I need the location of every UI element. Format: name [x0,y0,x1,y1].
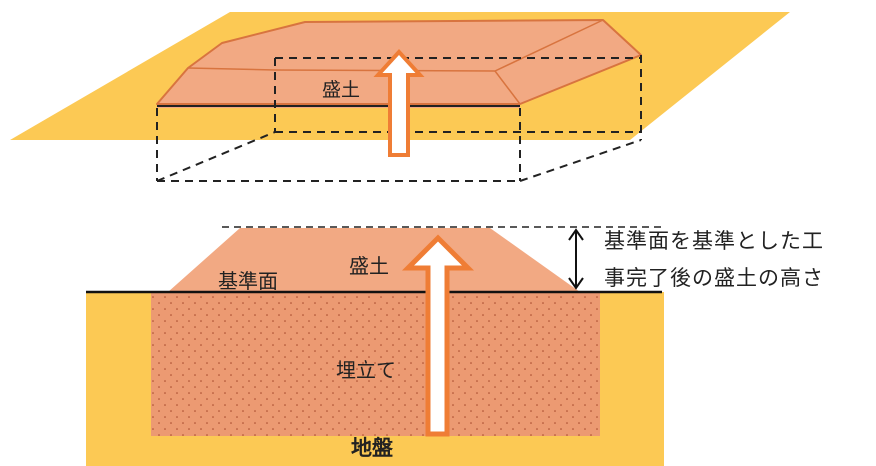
section-embankment-label: 盛土 [349,254,389,278]
embankment-ridge-back [494,70,521,105]
rise-arrow-top [373,49,425,157]
rise-arrow-section [401,234,475,437]
landfill-dots [151,292,600,436]
top-embankment-label: 盛土 [322,79,361,101]
datum-label: 基準面 [218,269,278,293]
embankment-section [168,228,580,292]
ground-label: 地盤 [351,436,393,460]
fill-volume-box [156,55,642,182]
landfill-label: 埋立て [336,358,396,382]
height-dimension-arrow [568,228,584,290]
embankment-ridge-left [187,67,276,71]
height-note-line-1: 基準面を基準とした工 [604,229,824,253]
height-note-line-2: 事完了後の盛土の高さ [604,266,824,290]
